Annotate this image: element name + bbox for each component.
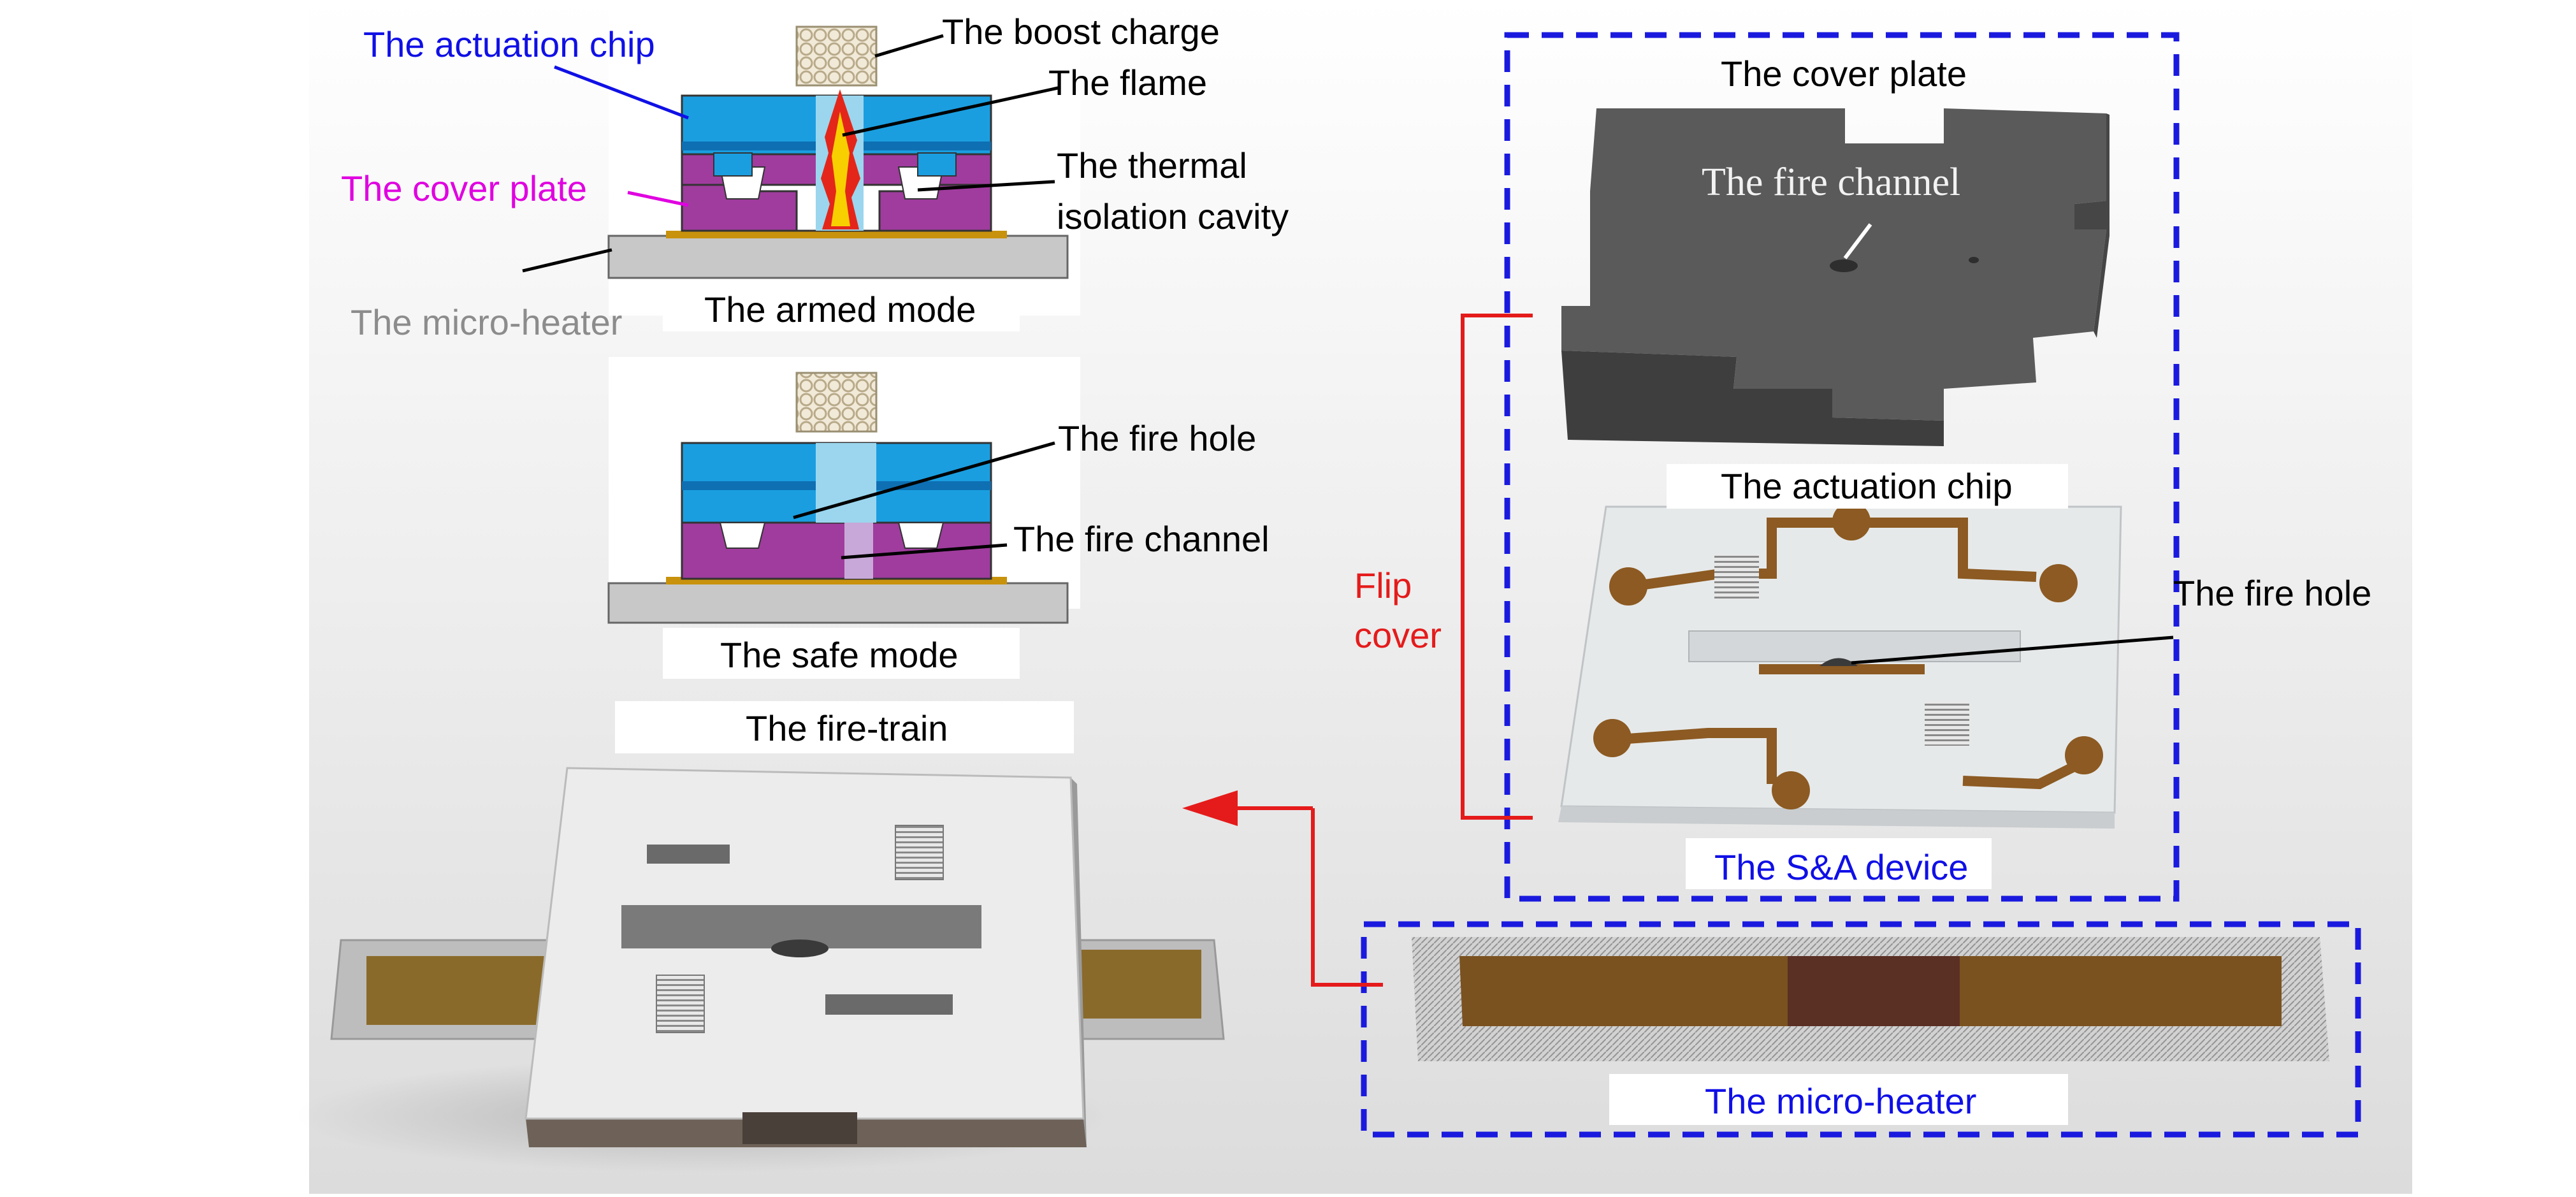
flip-cover-arrow bbox=[1182, 790, 1238, 826]
label-actuation-chip: The actuation chip bbox=[363, 24, 655, 64]
sa-device-label: The S&A device bbox=[1714, 847, 1969, 887]
sa-device-box bbox=[1504, 32, 2180, 902]
fire-train-title: The fire-train bbox=[746, 708, 948, 748]
label-flame: The flame bbox=[1048, 62, 1207, 103]
armed-mode-caption-bg bbox=[663, 280, 1020, 331]
label-boost-charge: The boost charge bbox=[942, 11, 1220, 52]
exploded-actuation-chip-title: The actuation chip bbox=[1721, 466, 2013, 506]
micro-heater-label-bg bbox=[1609, 1074, 2068, 1125]
label-micro-heater: The micro-heater bbox=[351, 302, 623, 342]
safe-mode-section bbox=[607, 357, 1080, 624]
fire-train-title-bg bbox=[615, 701, 1074, 753]
label-fire-hole-section: The fire hole bbox=[1058, 418, 1257, 458]
heater-strip bbox=[666, 231, 1007, 238]
safe-mode-caption: The safe mode bbox=[720, 635, 959, 675]
exploded-fire-hole-label: The fire hole bbox=[2173, 573, 2372, 613]
label-fire-channel-section: The fire channel bbox=[1013, 519, 1270, 559]
fire-train-3d bbox=[296, 767, 1225, 1173]
armed-mode-section bbox=[522, 0, 1080, 316]
label-cover-plate: The cover plate bbox=[341, 168, 587, 208]
exploded-fire-channel-label: The fire channel bbox=[1702, 161, 1961, 204]
exploded-cover-plate-title: The cover plate bbox=[1721, 54, 1967, 94]
micro-heater-box bbox=[1361, 921, 2361, 1138]
flip-cover-connector bbox=[1233, 314, 1533, 987]
micro-heater-3d bbox=[1412, 937, 2329, 1061]
sa-device-label-bg bbox=[1686, 838, 1992, 889]
boost-charge bbox=[795, 25, 878, 87]
micro-heater-label: The micro-heater bbox=[1705, 1081, 1977, 1121]
safe-mode-caption-bg bbox=[663, 628, 1020, 679]
actuation-chip-3d bbox=[1558, 502, 2174, 829]
cover-plate-3d bbox=[1561, 108, 2109, 446]
exploded-actuation-chip-title-bg bbox=[1667, 464, 2068, 509]
armed-mode-caption: The armed mode bbox=[704, 289, 976, 330]
boost-charge-safe bbox=[795, 372, 878, 433]
heater-base bbox=[607, 235, 1069, 279]
label-thermal-isolation-cavity: The thermal isolation cavity bbox=[1057, 145, 1289, 237]
flip-cover-label: Flip cover bbox=[1354, 565, 1442, 656]
